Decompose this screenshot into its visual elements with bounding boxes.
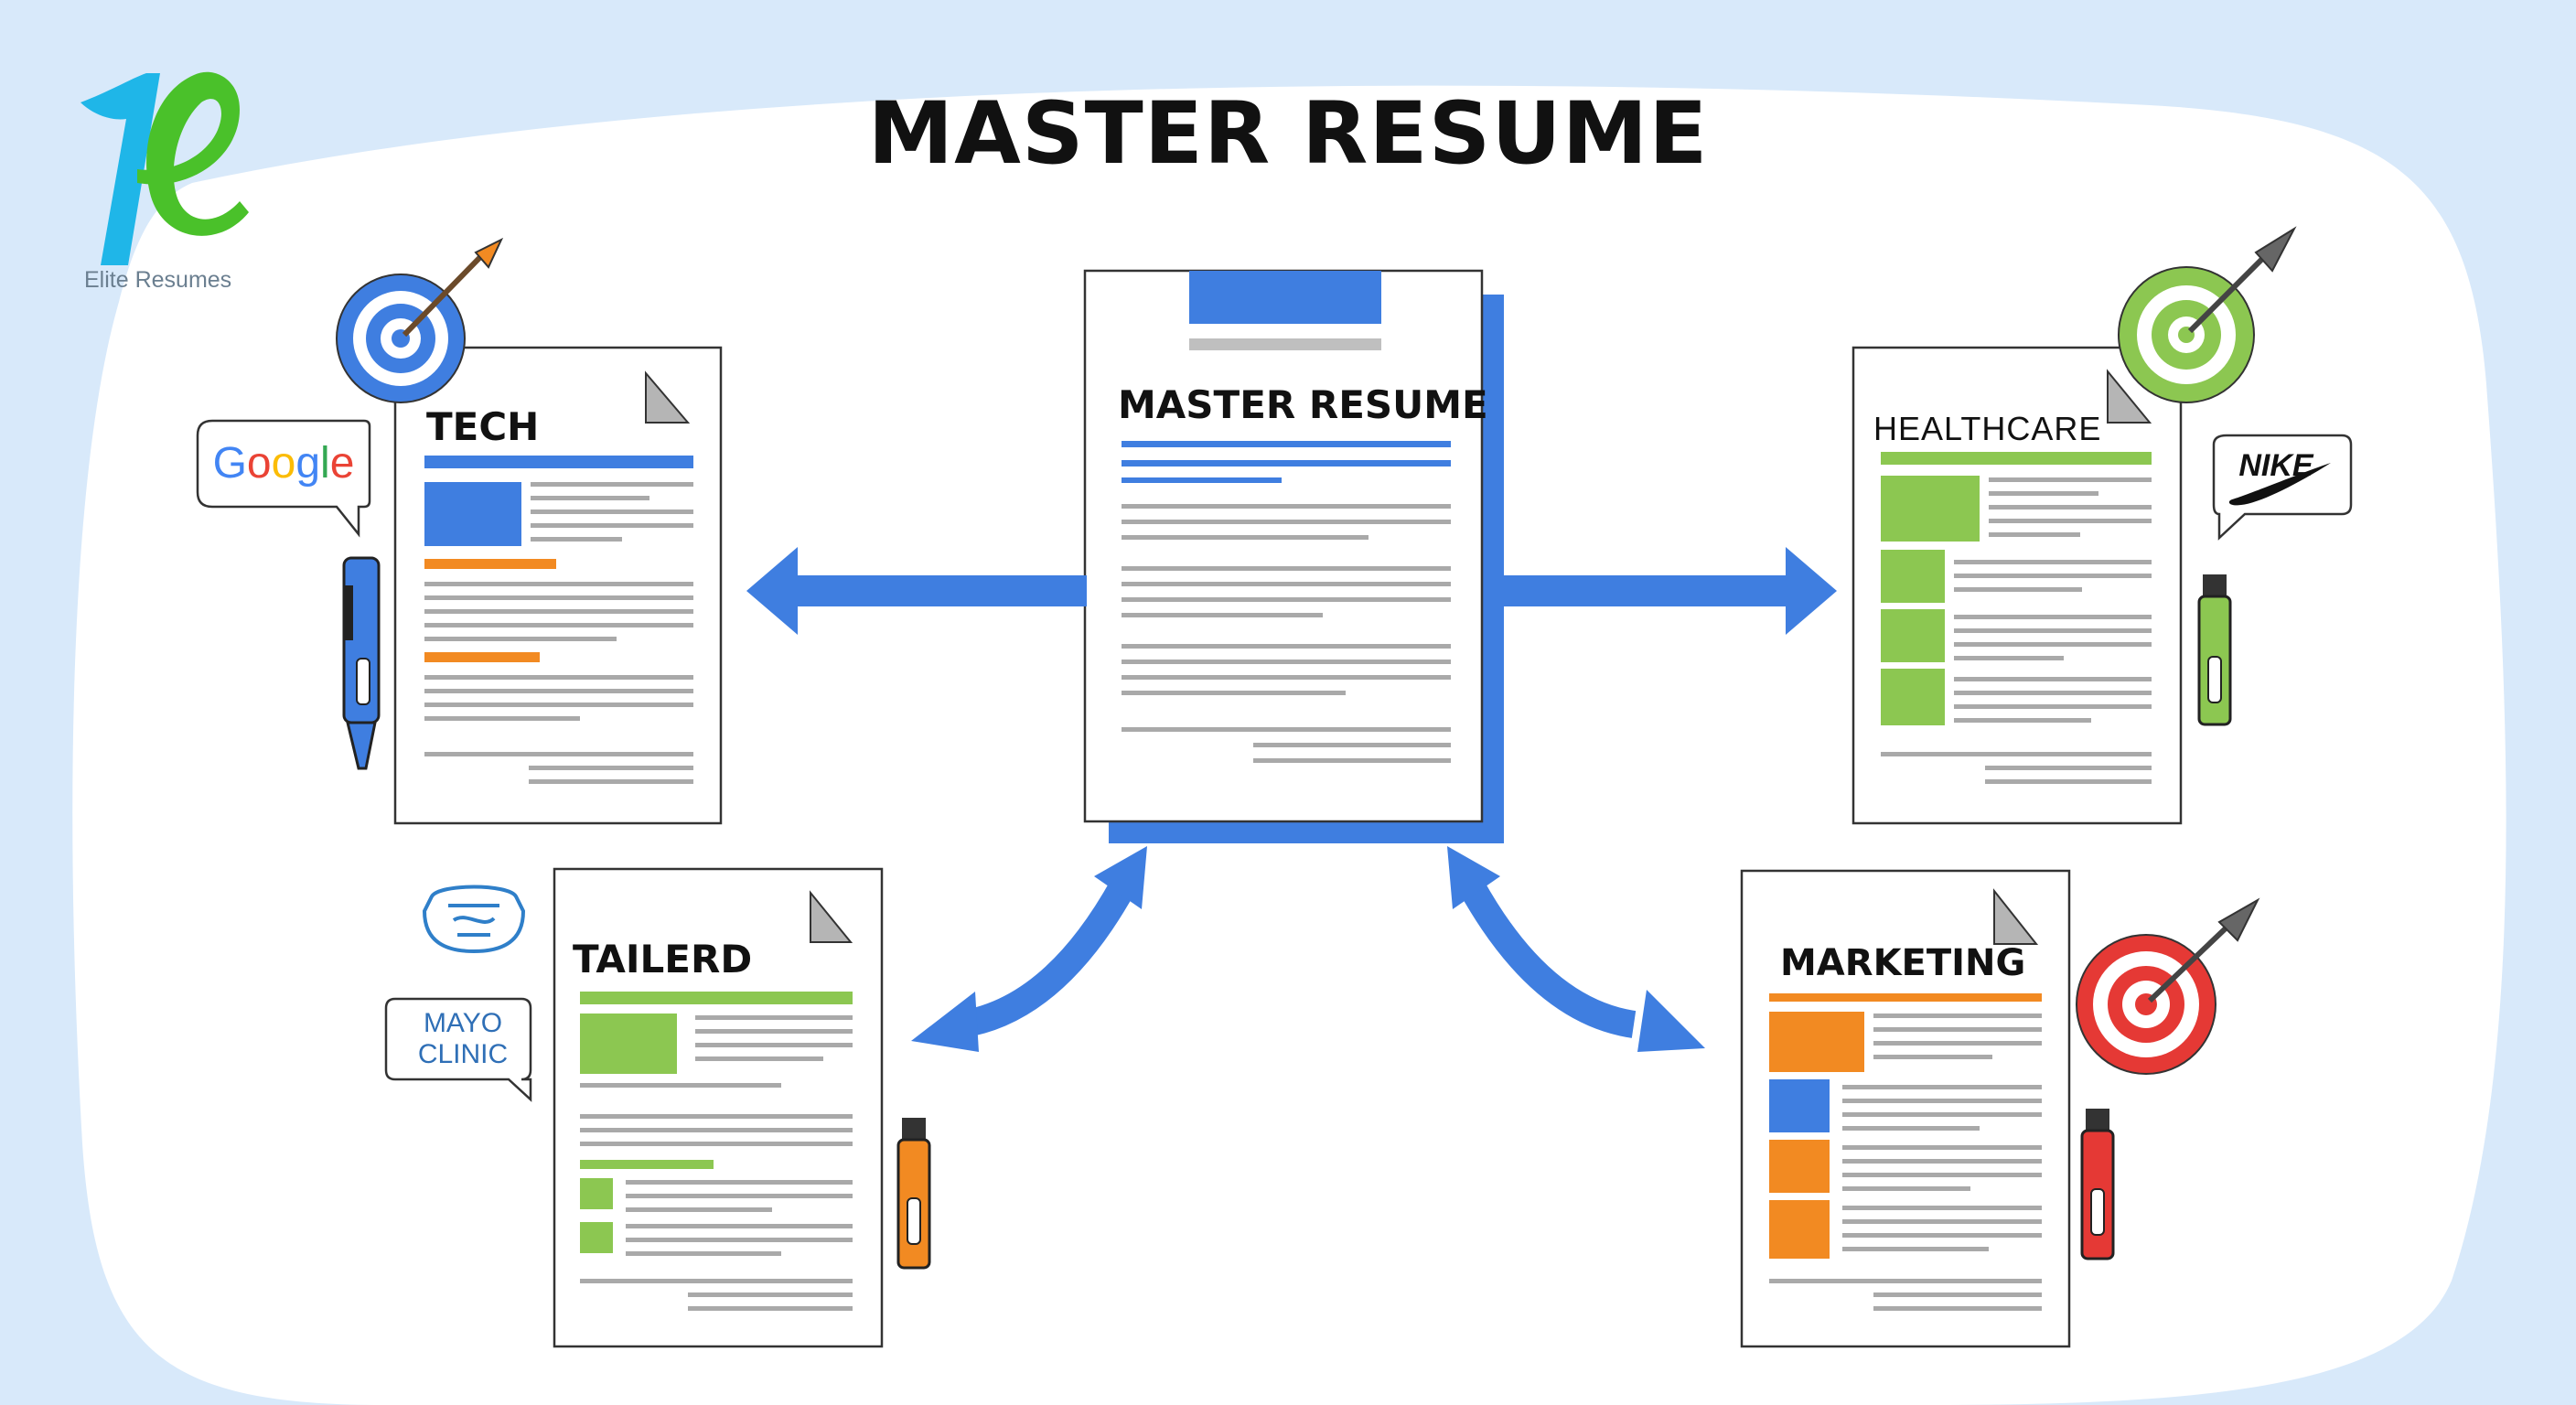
green-marker-icon xyxy=(2197,574,2232,726)
master-resume-label: MASTER RESUME xyxy=(1118,382,1488,427)
tailerd-resume-document xyxy=(553,867,884,1348)
arrow-to-tech xyxy=(746,547,1087,635)
nike-speech-bubble: NIKE xyxy=(2212,434,2353,541)
svg-text:Google: Google xyxy=(213,439,355,488)
healthcare-resume-label: HEALTHCARE xyxy=(1873,410,2102,447)
tech-resume-label: TECH xyxy=(426,404,540,449)
red-target-icon xyxy=(2076,897,2260,1075)
google-speech-bubble: Google xyxy=(196,419,371,538)
page-title: MASTER RESUME xyxy=(867,84,1709,184)
healthcare-resume-document xyxy=(1852,346,2183,825)
blue-pen-icon xyxy=(342,556,381,770)
blue-target-icon xyxy=(336,237,504,403)
arrow-to-marketing xyxy=(1447,846,1705,1052)
tailerd-resume-label: TAILERD xyxy=(573,937,753,981)
arrow-to-tailerd xyxy=(911,846,1147,1052)
master-resume-document xyxy=(1083,269,1504,843)
nike-logo-text: NIKE xyxy=(2238,448,2314,483)
marketing-resume-document xyxy=(1740,869,2071,1348)
logo-caption: Elite Resumes xyxy=(84,267,232,293)
red-marker-icon xyxy=(2080,1109,2115,1260)
brand-emblem-icon xyxy=(422,885,526,954)
green-target-icon xyxy=(2118,226,2297,403)
orange-marker-icon xyxy=(896,1118,931,1270)
elite-resumes-logo-icon xyxy=(80,71,249,265)
arrow-to-healthcare xyxy=(1504,547,1837,635)
marketing-resume-label: MARKETING xyxy=(1780,942,2026,984)
tech-resume-document xyxy=(393,346,723,825)
